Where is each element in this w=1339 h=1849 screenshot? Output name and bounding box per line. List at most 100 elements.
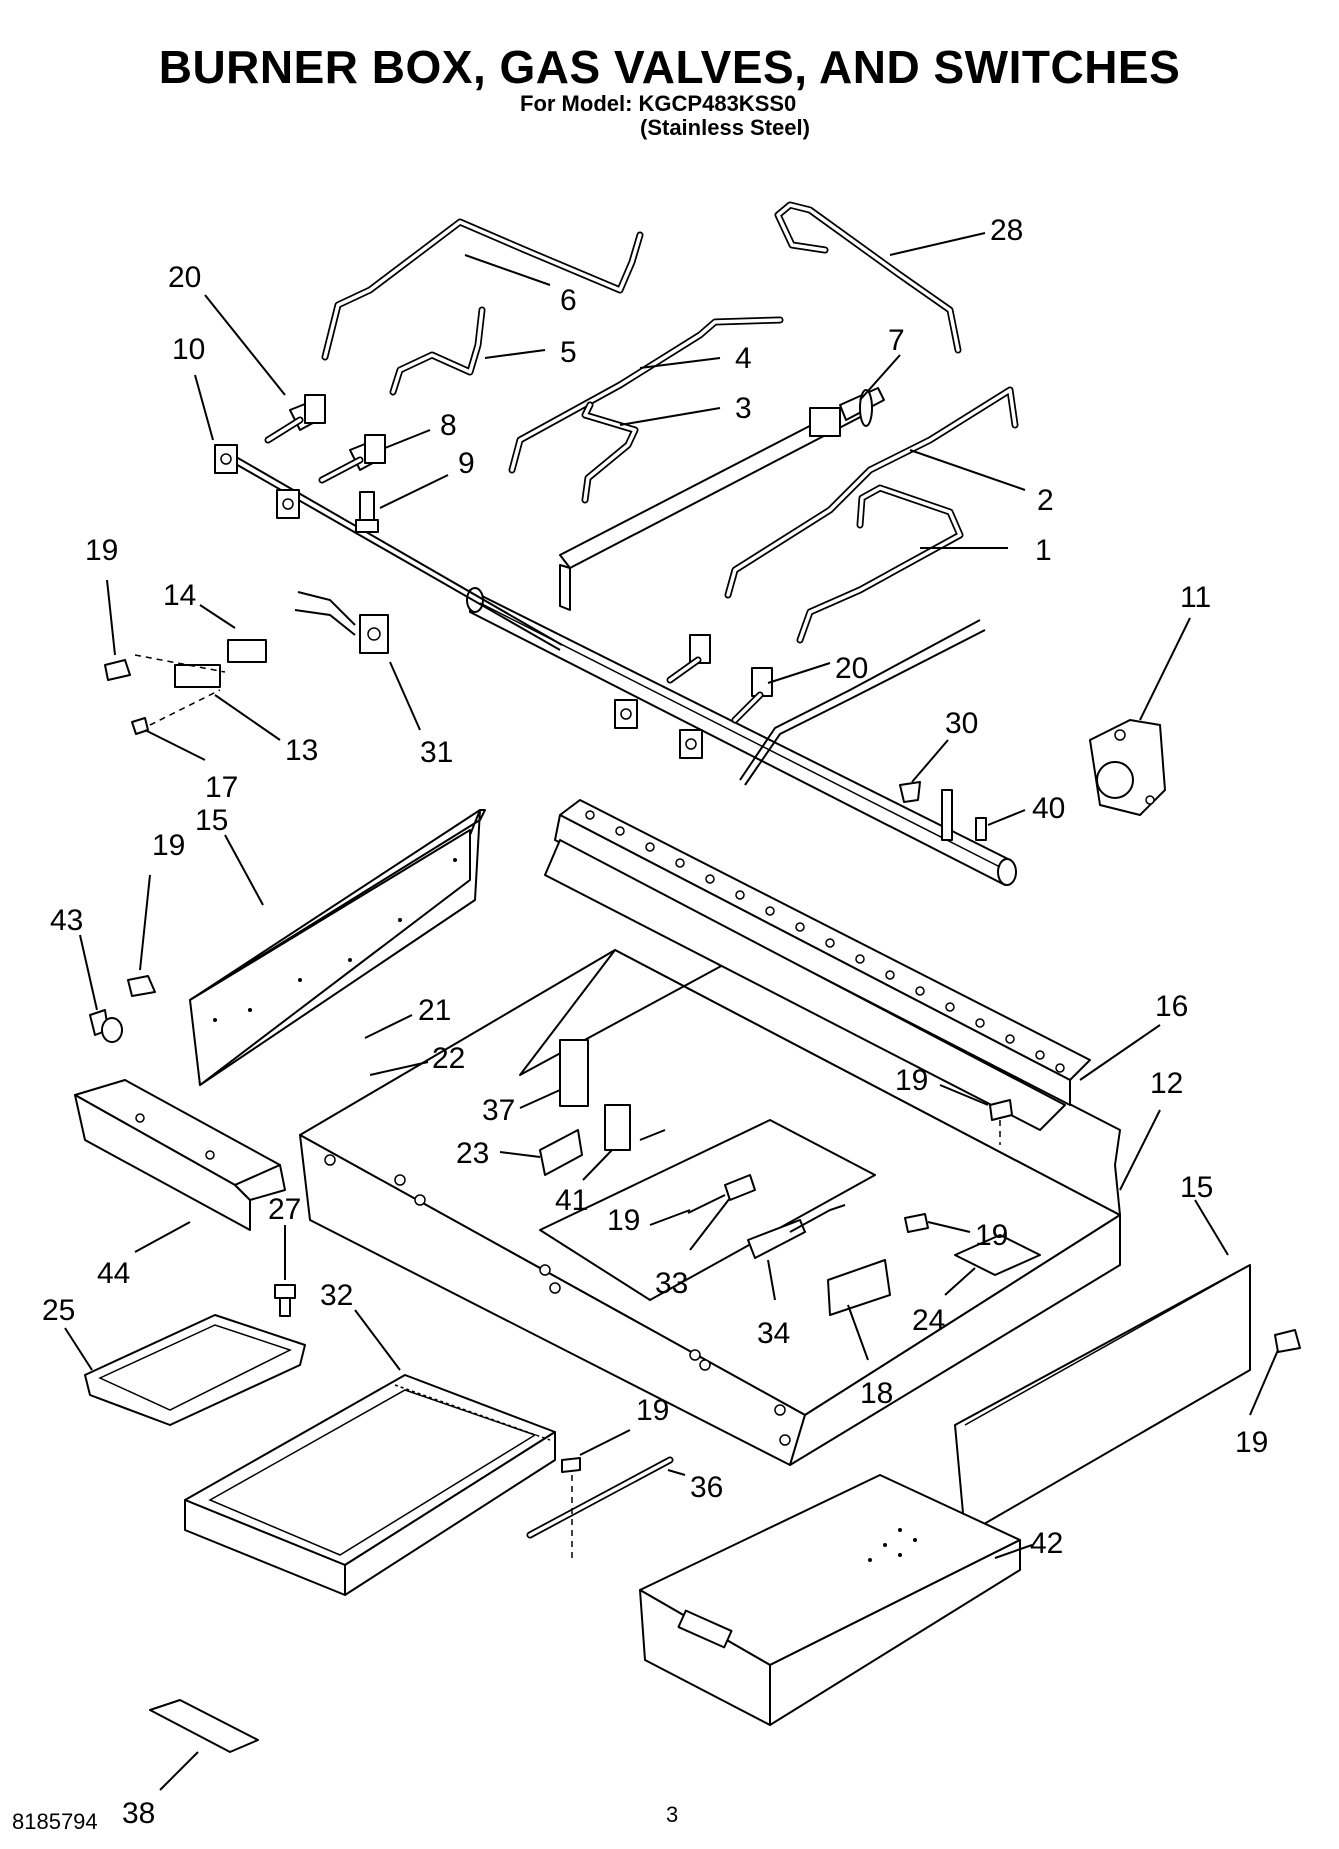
- callout-6: 6: [464, 254, 577, 317]
- callout-31: 31: [389, 661, 453, 769]
- callout-37: 37: [482, 1089, 561, 1127]
- gas-valve-center: [666, 634, 711, 684]
- screw-19-burner: [989, 1099, 1013, 1145]
- burner-ports: [585, 810, 1065, 1073]
- callout-label-8: 8: [440, 409, 457, 442]
- rod-36: [526, 1456, 674, 1539]
- sensor-41: [604, 1104, 666, 1151]
- screw-19-right: [1274, 1329, 1301, 1353]
- manifold-support-bar: [559, 387, 885, 611]
- cover-44: [74, 1079, 286, 1231]
- screw-19-switch: [104, 659, 131, 681]
- callout-label-5: 5: [560, 336, 577, 369]
- callout-label-24: 24: [912, 1304, 945, 1337]
- callout-label-19-right: 19: [1235, 1426, 1268, 1459]
- callout-label-16: 16: [1155, 990, 1188, 1023]
- callout-18: 18: [847, 1304, 893, 1410]
- callout-19-right: 19: [1235, 1349, 1279, 1459]
- drawer-42: [639, 1474, 1021, 1726]
- gas-tube-3: [581, 401, 639, 504]
- callout-3: 3: [619, 392, 752, 426]
- orifice-40: [975, 817, 987, 841]
- callout-4: 4: [639, 342, 752, 375]
- screw-27: [274, 1284, 296, 1317]
- callout-2: 2: [909, 449, 1054, 517]
- switch-bracket-13: [134, 654, 226, 731]
- model-variant: (Stainless Steel): [640, 115, 810, 140]
- callout-label-11: 11: [1180, 581, 1211, 614]
- callout-label-2: 2: [1037, 484, 1054, 517]
- plate-24: [954, 1234, 1041, 1276]
- callout-label-37: 37: [482, 1094, 515, 1127]
- callout-label-28: 28: [990, 214, 1023, 247]
- callout-label-36: 36: [690, 1471, 723, 1504]
- callout-41: 41: [555, 1149, 613, 1217]
- callout-label-1: 1: [1035, 534, 1052, 567]
- callout-30: 30: [911, 707, 978, 783]
- callout-38: 38: [122, 1751, 199, 1830]
- callout-13: 13: [214, 694, 318, 767]
- callout-5: 5: [484, 336, 577, 369]
- callout-14: 14: [163, 579, 236, 629]
- callout-label-41: 41: [555, 1184, 588, 1217]
- bracket-18: [827, 1259, 891, 1316]
- callout-34: 34: [757, 1259, 790, 1350]
- callout-label-6: 6: [560, 284, 577, 317]
- callout-19-burner: 19: [895, 1064, 989, 1106]
- gas-tube-4: [508, 316, 784, 474]
- callout-label-20-right: 20: [835, 652, 868, 685]
- side-panel-15-right: [954, 1264, 1251, 1536]
- callout-7: 7: [859, 324, 905, 401]
- callout-label-27: 27: [268, 1193, 301, 1226]
- pressure-regulator-11: [1089, 719, 1166, 816]
- callout-label-12: 12: [1150, 1067, 1183, 1100]
- callout-32: 32: [320, 1279, 401, 1371]
- callout-40: 40: [987, 792, 1065, 826]
- page-title: BURNER BOX, GAS VALVES, AND SWITCHES: [158, 41, 1181, 93]
- side-panel-15-left: [189, 809, 486, 1086]
- model-number: For Model: KGCP483KSS0: [520, 91, 797, 116]
- callout-20-left: 20: [168, 261, 286, 396]
- callout-label-43: 43: [50, 904, 83, 937]
- callout-23: 23: [456, 1137, 541, 1170]
- callout-label-9: 9: [458, 447, 475, 480]
- callout-label-42: 42: [1030, 1527, 1063, 1560]
- gas-tube-2: [724, 386, 1019, 599]
- callout-15-left: 15: [195, 804, 264, 906]
- ignitor-switch-row: [214, 444, 703, 759]
- callout-label-34: 34: [757, 1317, 790, 1350]
- ignitor-switch-31: [294, 591, 389, 654]
- callout-label-20-left: 20: [168, 261, 201, 294]
- callout-label-19-inner: 19: [975, 1219, 1008, 1252]
- callout-12: 12: [1119, 1067, 1183, 1191]
- callout-17: 17: [144, 729, 238, 804]
- callout-27: 27: [268, 1193, 301, 1280]
- callout-label-32: 32: [320, 1279, 353, 1312]
- burner-16: [544, 799, 1091, 1131]
- orifice-9: [355, 491, 379, 533]
- callout-label-44: 44: [97, 1257, 130, 1290]
- callout-label-19-burner: 19: [895, 1064, 928, 1097]
- callout-10: 10: [172, 333, 214, 441]
- callout-19-inner: 19: [927, 1219, 1008, 1252]
- document-number: 8185794: [12, 1809, 98, 1834]
- igniter-33: [687, 1174, 756, 1214]
- callout-19-left: 19: [139, 829, 185, 971]
- callout-19-switch: 19: [85, 534, 118, 656]
- bracket-near-30: [941, 789, 953, 841]
- callout-42: 42: [994, 1527, 1063, 1560]
- screw-19-rod: [561, 1457, 581, 1560]
- callout-label-25: 25: [42, 1294, 75, 1327]
- gas-tube-28: [774, 201, 962, 354]
- callout-20-right: 20: [767, 652, 868, 685]
- manifold-wire: [739, 619, 986, 786]
- callout-label-19-switch: 19: [85, 534, 118, 567]
- callout-19-rod: 19: [579, 1394, 669, 1456]
- callout-label-4: 4: [735, 342, 752, 375]
- callout-label-14: 14: [163, 579, 196, 612]
- callout-28: 28: [889, 214, 1023, 256]
- callout-19-center: 19: [607, 1204, 691, 1237]
- callout-24: 24: [912, 1267, 976, 1337]
- clip-43: [89, 1009, 123, 1043]
- callout-15-right: 15: [1180, 1171, 1229, 1256]
